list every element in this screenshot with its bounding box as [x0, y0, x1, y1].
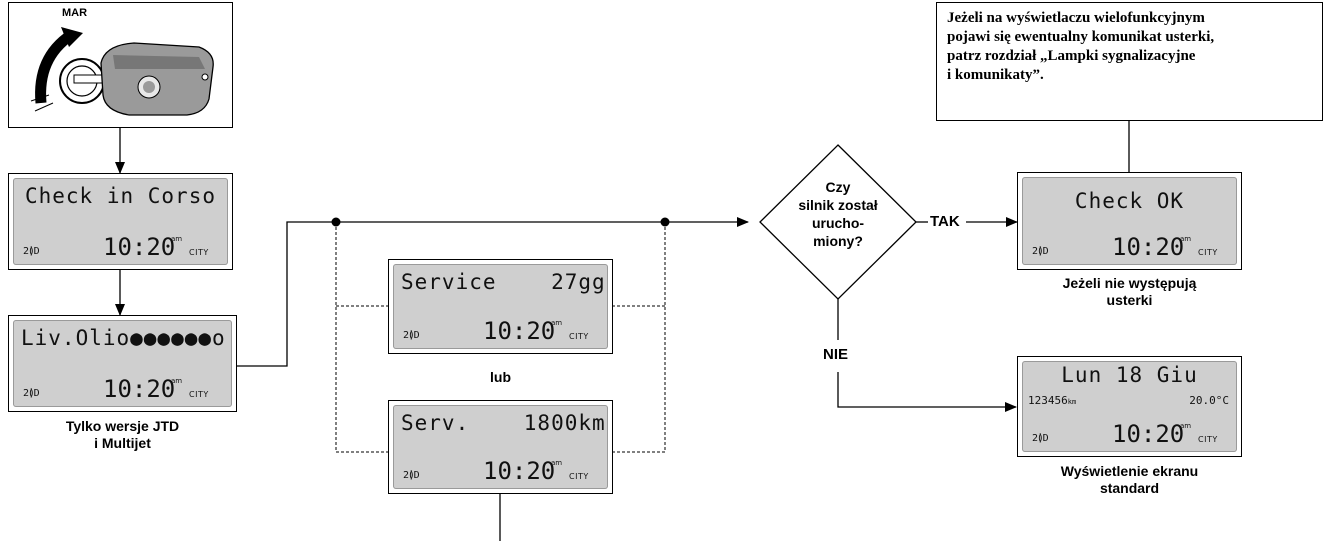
odometer-unit: km: [1067, 398, 1077, 406]
clock: 10:20: [483, 457, 556, 485]
note-line: pojawi się ewentualny komunikat usterki,: [947, 29, 1215, 45]
caption-line: Tylko wersje JTD: [65, 418, 180, 434]
clock: 10:20: [483, 317, 556, 345]
dotted-branch-left: [335, 222, 388, 453]
caption-line: i Multijet: [94, 435, 151, 451]
caption-oil-level: Tylko wersje JTD i Multijet: [8, 418, 237, 452]
am-pm-indicator: am: [171, 235, 183, 243]
lcd-frame-oil-level: Liv.Olio●●●●●●o 2≬D 10:20 am CITY: [8, 315, 237, 412]
lcd-frame-check-in-progress: Check in Corso 2≬D 10:20 am CITY: [8, 173, 233, 270]
fault-message-note: Jeżeli na wyświetlaczu wielofunkcyjnym p…: [936, 2, 1323, 121]
ignition-key-panel: MAR: [8, 2, 233, 128]
gear-indicator: 2≬D: [23, 388, 40, 399]
am-pm-indicator: am: [171, 377, 183, 385]
drive-mode: CITY: [569, 472, 589, 481]
drive-mode: CITY: [569, 332, 589, 341]
note-line: patrz rozdział „Lampki sygnalizacyjne: [947, 48, 1196, 64]
ignition-key-illustration: [30, 27, 214, 116]
clock: 10:20: [103, 233, 176, 261]
no-label: NIE: [823, 346, 849, 363]
gear-indicator: 2≬D: [23, 246, 40, 257]
caption-standard: Wyświetlenie ekranu standard: [1017, 463, 1242, 497]
lcd-frame-service-days: Service 27gg 2≬D 10:20 am CITY: [388, 259, 613, 354]
lcd-screen: Liv.Olio●●●●●●o 2≬D 10:20 am CITY: [13, 320, 232, 407]
lcd-message: Service 27gg: [401, 270, 606, 294]
lcd-message: Liv.Olio●●●●●●o: [21, 326, 226, 350]
gear-indicator: 2≬D: [1032, 433, 1049, 444]
lcd-date: Lun 18 Giu: [1061, 363, 1198, 387]
lcd-frame-service-km: Serv. 1800km 2≬D 10:20 am CITY: [388, 400, 613, 494]
decision-question: Czy silnik został urucho- miony?: [778, 178, 898, 250]
drive-mode: CITY: [189, 248, 209, 257]
decision-line: urucho-: [811, 215, 865, 231]
lcd-frame-standard: Lun 18 Giu 123456km 20.0°C 2≬D 10:20 am …: [1017, 356, 1242, 457]
caption-line: Jeżeli nie występują: [1062, 275, 1197, 291]
gear-indicator: 2≬D: [403, 330, 420, 341]
caption-line: standard: [1099, 480, 1160, 496]
lcd-screen: Serv. 1800km 2≬D 10:20 am CITY: [393, 405, 608, 489]
note-line: Jeżeli na wyświetlaczu wielofunkcyjnym: [947, 10, 1205, 26]
mar-position-label: MAR: [62, 7, 88, 19]
decision-line: miony?: [813, 233, 863, 249]
dotted-branch-right: [613, 222, 666, 453]
drive-mode: CITY: [1198, 248, 1218, 257]
caption-line: usterki: [1106, 292, 1153, 308]
odometer-value: 123456: [1028, 394, 1068, 407]
am-pm-indicator: am: [1180, 235, 1192, 243]
lcd-message: Check in Corso: [24, 184, 216, 208]
lcd-screen: Check in Corso 2≬D 10:20 am CITY: [13, 178, 228, 265]
lcd-screen: Lun 18 Giu 123456km 20.0°C 2≬D 10:20 am …: [1022, 361, 1237, 452]
lcd-message: Serv. 1800km: [401, 411, 606, 435]
decision-line: Czy: [825, 179, 851, 195]
or-label: lub: [490, 369, 511, 385]
lcd-message: Check OK: [1074, 189, 1185, 213]
odometer: 123456km: [1028, 394, 1076, 407]
drive-mode: CITY: [189, 390, 209, 399]
note-line: i komunikaty”.: [947, 67, 1044, 83]
caption-line: Wyświetlenie ekranu: [1060, 463, 1199, 479]
lcd-frame-check-ok: Check OK 2≬D 10:20 am CITY: [1017, 172, 1242, 270]
clock: 10:20: [103, 375, 176, 403]
am-pm-indicator: am: [551, 319, 563, 327]
yes-label: TAK: [930, 213, 960, 230]
caption-check-ok: Jeżeli nie występują usterki: [1017, 275, 1242, 309]
lcd-screen: Service 27gg 2≬D 10:20 am CITY: [393, 264, 608, 349]
clock: 10:20: [1112, 233, 1185, 261]
am-pm-indicator: am: [1180, 422, 1192, 430]
gear-indicator: 2≬D: [403, 470, 420, 481]
drive-mode: CITY: [1198, 435, 1218, 444]
outside-temperature: 20.0°C: [1189, 394, 1229, 407]
gear-indicator: 2≬D: [1032, 246, 1049, 257]
am-pm-indicator: am: [551, 459, 563, 467]
decision-line: silnik został: [798, 197, 878, 213]
lcd-screen: Check OK 2≬D 10:20 am CITY: [1022, 177, 1237, 265]
line-oil-to-bus: [237, 217, 749, 367]
clock: 10:20: [1112, 420, 1185, 448]
line-no-2: [837, 372, 1017, 412]
